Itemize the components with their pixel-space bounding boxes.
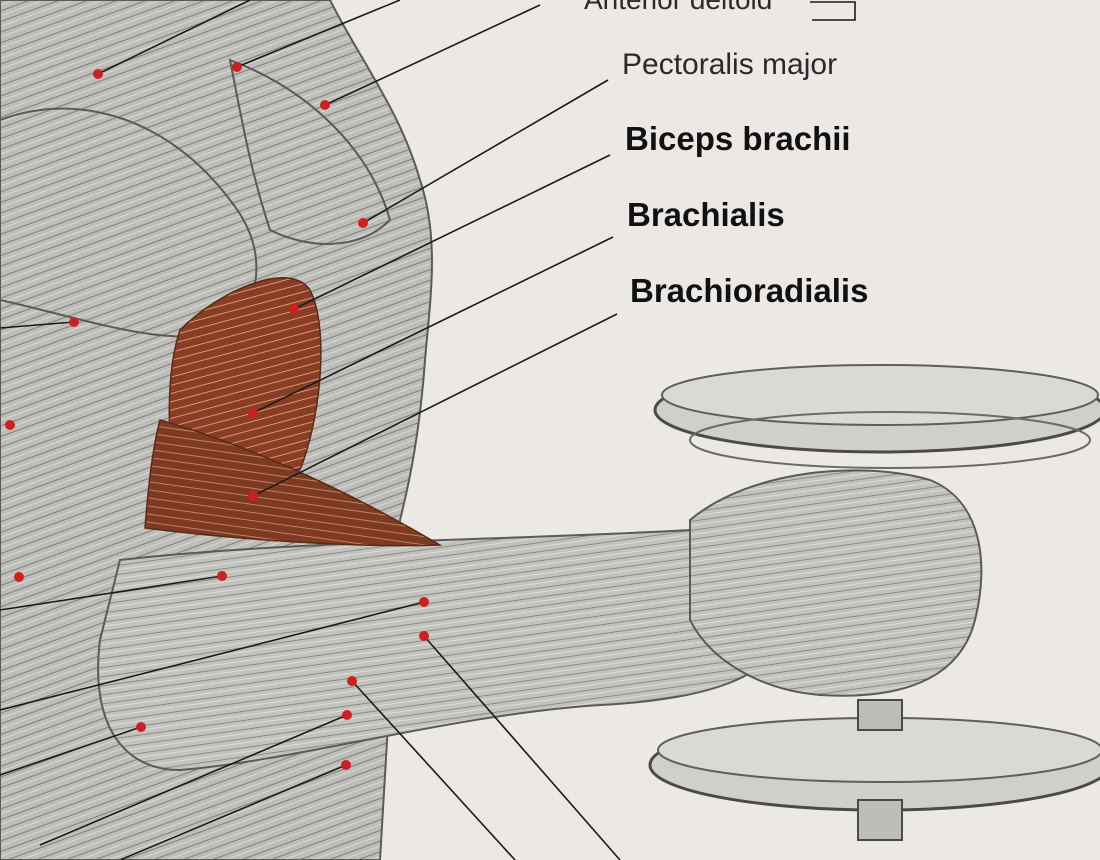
label-anterior-deltoid: Anterior deltoid — [584, 0, 772, 16]
brachialis-highlight — [144, 419, 443, 547]
leader-lines — [0, 0, 856, 860]
marker-dots — [5, 62, 429, 770]
label-biceps-brachii: Biceps brachii — [625, 120, 851, 157]
pectoral-shape — [228, 58, 392, 245]
label-brachialis: Brachialis — [627, 196, 785, 233]
dumbbell — [648, 364, 1100, 841]
label-pectoralis-major: Pectoralis major — [622, 48, 838, 81]
label-brachioradialis: Brachioradialis — [630, 272, 869, 309]
fist — [689, 469, 983, 697]
forearm-muscles — [97, 528, 793, 772]
biceps-brachii-highlight — [168, 277, 322, 471]
deltoid-shape — [0, 107, 258, 338]
